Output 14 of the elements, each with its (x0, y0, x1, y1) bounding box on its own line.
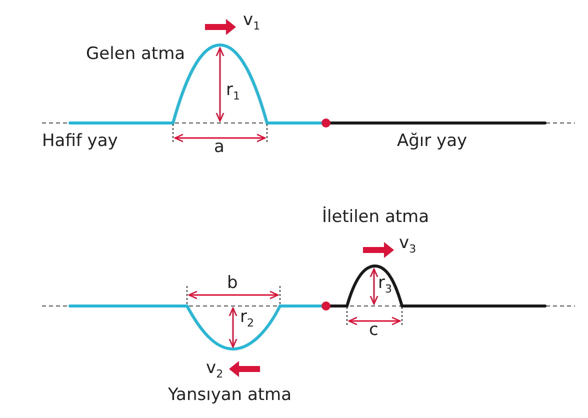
width-label: c (369, 320, 378, 340)
amplitude-label: r$_{3}$ (378, 273, 392, 298)
velocity-label: v$_{2}$ (206, 358, 224, 382)
amplitude-label: r$_{2}$ (240, 307, 254, 332)
pulse-label: Yansıyan atma (168, 385, 292, 405)
velocity-label: v$_{3}$ (399, 233, 416, 258)
width-label: a (214, 137, 224, 157)
amplitude-label: r$_{1}$ (226, 80, 240, 104)
velocity-label: v$_{1}$ (243, 10, 260, 34)
spring-label: Ağır yay (397, 131, 468, 151)
width-label: b (227, 273, 238, 293)
spring-label: Hafif yay (42, 131, 118, 151)
pulse-label: Gelen atma (86, 44, 186, 64)
pulse-label: İletilen atma (322, 207, 430, 227)
